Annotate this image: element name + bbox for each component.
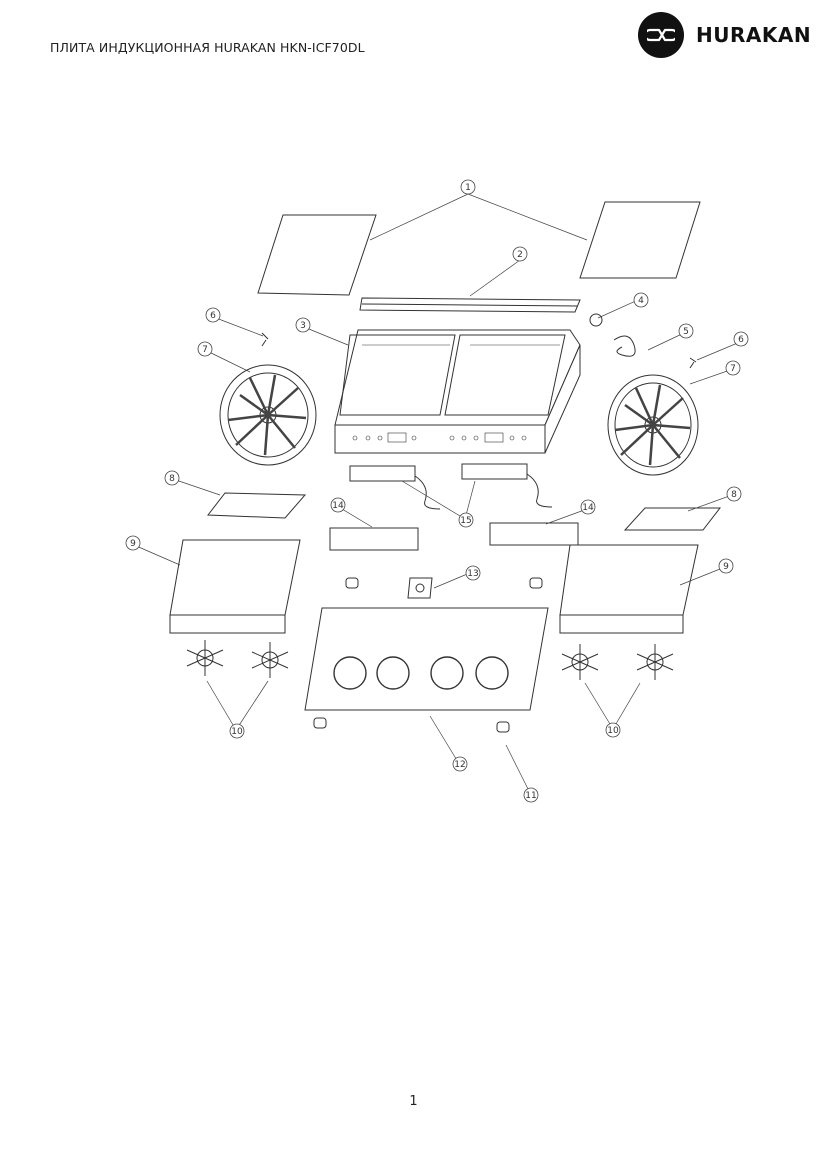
callout-label: 2 (517, 250, 523, 260)
callout-label: 10 (231, 727, 243, 737)
brand-logo-icon (638, 12, 684, 58)
callout-label: 1 (465, 183, 471, 193)
callout-label: 14 (582, 503, 594, 513)
callout-label: 9 (130, 539, 136, 549)
page-number: 1 (409, 1094, 418, 1109)
callout-label: 7 (730, 364, 736, 374)
callout-label: 4 (638, 296, 644, 306)
callout-label: 10 (607, 726, 619, 736)
callout-label: 6 (210, 311, 216, 321)
callout-label: 6 (738, 335, 744, 345)
callout-label: 9 (723, 562, 729, 572)
brand-logo: HURAKAN (638, 12, 811, 58)
callout-label: 3 (300, 321, 306, 331)
brand-name: HURAKAN (696, 23, 812, 47)
callout-label: 5 (683, 327, 689, 337)
callout-label: 13 (467, 569, 478, 579)
callout-label: 14 (332, 501, 344, 511)
callout-label: 12 (454, 760, 465, 770)
callout-label: 11 (525, 791, 536, 801)
callout-label: 8 (169, 474, 175, 484)
callout-label: 15 (460, 516, 471, 526)
callout-label: 7 (202, 345, 208, 355)
callout-label: 8 (731, 490, 737, 500)
document-title: ПЛИТА ИНДУКЦИОННАЯ HURAKAN HKN-ICF70DL (50, 40, 365, 55)
